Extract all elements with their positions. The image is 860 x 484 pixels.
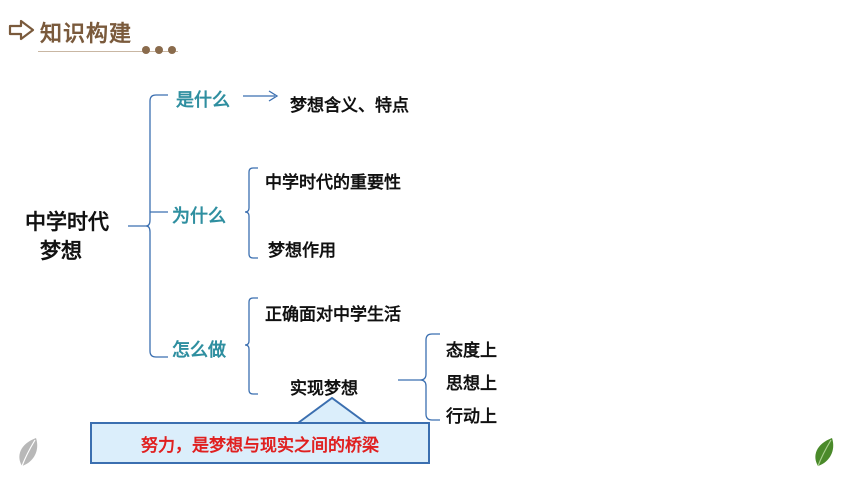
- header-dot: [155, 46, 163, 54]
- page-title: 知识构建: [40, 22, 133, 47]
- leaf-face-school-life: 正确面对中学生活: [265, 305, 401, 325]
- arrow-right-outline-icon: [8, 19, 35, 41]
- realize-bracket: [419, 333, 440, 421]
- leaf-dream-role: 梦想作用: [268, 241, 336, 261]
- how-bracket: [244, 297, 258, 395]
- subleaf-thought: 思想上: [446, 374, 497, 394]
- branch-how: 怎么做: [172, 340, 226, 361]
- gray-leaf-icon: [19, 438, 38, 467]
- header-dot: [142, 46, 150, 54]
- green-leaf-icon: [815, 438, 834, 467]
- callout-pointer: [297, 396, 367, 424]
- leaf-meaning-features: 梦想含义、特点: [290, 96, 409, 116]
- callout-box: 努力，是梦想与现实之间的桥梁: [90, 422, 430, 464]
- subleaf-action: 行动上: [446, 407, 497, 427]
- what-arrowhead: [268, 90, 279, 102]
- leaf-importance: 中学时代的重要性: [265, 173, 401, 193]
- branch-what: 是什么: [176, 90, 230, 111]
- main-bracket: [145, 94, 168, 358]
- subleaf-attitude: 态度上: [446, 341, 497, 361]
- leaf-realize-dream: 实现梦想: [290, 379, 358, 399]
- callout-text: 努力，是梦想与现实之间的桥梁: [141, 435, 379, 456]
- root-node-line1: 中学时代: [25, 210, 109, 234]
- why-bracket: [244, 167, 258, 259]
- branch-why: 为什么: [172, 206, 226, 227]
- root-node-line2: 梦想: [40, 239, 82, 263]
- header-dot: [168, 46, 176, 54]
- header-underline: [38, 51, 178, 52]
